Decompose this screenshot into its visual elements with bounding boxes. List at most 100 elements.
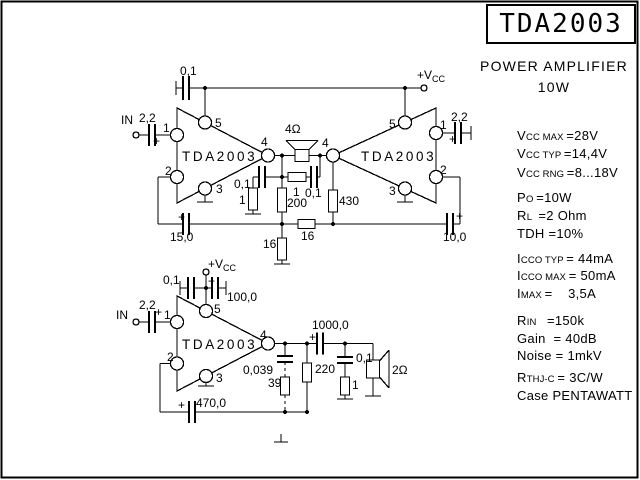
polarity-mark: +: [449, 132, 456, 146]
spec-subscript: CCO TYP: [520, 255, 567, 266]
speaker-impedance: 2Ω: [392, 363, 408, 377]
resistor-16v: [276, 237, 288, 261]
spec-text: = 3C/W: [557, 370, 603, 385]
resistor-200: [276, 187, 288, 213]
ic-label: TDA2003: [182, 149, 257, 164]
polarity-mark: +: [178, 398, 185, 412]
pin-number: 4: [322, 136, 329, 150]
spec-text: R: [517, 370, 527, 385]
pin-number: 1: [163, 121, 170, 135]
component-value: 200: [287, 196, 307, 210]
pin-number: 2: [165, 164, 172, 178]
resistor-1-zobel: [247, 187, 259, 211]
component-value: 0,039: [243, 363, 273, 377]
spec-line: Noise = 1mkV: [517, 349, 602, 362]
spec-text: I: [517, 286, 521, 301]
bridge-feedback-network: [245, 155, 339, 265]
title-box: TDA2003: [486, 4, 636, 44]
pin-circle: [198, 303, 214, 319]
resistor-1-series: [287, 171, 307, 183]
component-value: 0,1: [180, 64, 197, 78]
spec-text: V: [517, 165, 526, 180]
spec-line: VCC RNG =8...18V: [517, 166, 618, 181]
single-opamp-triangle: [169, 294, 276, 393]
ic-label: TDA2003: [361, 149, 436, 164]
junction-dots: [204, 286, 347, 414]
spec-line: RL =2 Ohm: [517, 209, 587, 224]
spec-line: Gain = 40dB: [517, 332, 597, 345]
pin-number: 1: [440, 118, 447, 132]
input-terminal-icon: [132, 131, 140, 139]
component-value: 0,1: [305, 186, 322, 200]
pin-circle: [169, 169, 185, 185]
resistor-1: [339, 376, 351, 396]
polarity-mark: +: [178, 210, 185, 224]
pin-number: 1: [164, 308, 171, 322]
spec-line: RTHJ-C = 3C/W: [517, 371, 603, 386]
speaker-icon: [274, 139, 327, 163]
pin-number: 5: [389, 117, 396, 131]
resistor-430: [327, 189, 339, 213]
right-input-capacitor: [442, 122, 472, 144]
polarity-mark: +: [155, 305, 162, 319]
pin-circle: [169, 314, 185, 330]
page-title: TDA2003: [499, 9, 623, 39]
pin-circle: [428, 169, 444, 185]
component-value: 100,0: [227, 290, 257, 304]
pin-number: 2: [440, 163, 447, 177]
spec-subscript: O: [525, 194, 537, 205]
spec-line: VCC MAX =28V: [517, 129, 598, 144]
speaker-icon: [365, 343, 390, 397]
subtitle-line2: 10W: [537, 79, 571, 95]
vcc-sub-label: CC: [223, 263, 236, 273]
pin-circle: [397, 115, 413, 130]
spec-subscript: CC RNG: [525, 169, 567, 180]
polarity-mark: +: [309, 330, 316, 344]
resistor-16h: [297, 218, 316, 230]
component-value: 220: [315, 362, 335, 376]
spec-text: =14,4V: [563, 146, 608, 161]
spec-text: =150k: [539, 313, 585, 328]
spec-subscript: IN: [526, 317, 540, 328]
spec-subscript: CCO MAX: [520, 272, 569, 283]
component-value: 1000,0: [312, 318, 349, 332]
pin-number: 2: [167, 350, 174, 364]
component-value: 15,0: [170, 230, 194, 244]
input-capacitor: [132, 311, 171, 333]
spec-text: = 50mA: [568, 268, 616, 283]
component-value: 39: [268, 376, 282, 390]
spec-text: R: [517, 208, 527, 223]
spec-subscript: CC TYP: [525, 150, 564, 161]
spec-text: =2 Ohm: [534, 208, 587, 223]
polarity-mark: +: [456, 209, 463, 223]
spec-text: =28V: [566, 128, 599, 143]
supply-decoupling-capacitor: [175, 76, 190, 100]
speaker-impedance: 4Ω: [285, 122, 301, 136]
ground-icon: [397, 195, 413, 203]
spec-subscript: MAX: [520, 290, 545, 301]
single-circuit: [132, 268, 390, 443]
pin-number: 5: [215, 116, 222, 130]
junction-dots: [203, 86, 407, 226]
pin-circle: [325, 148, 341, 163]
component-value: 10,0: [443, 230, 467, 244]
component-value: 2,2: [139, 111, 156, 125]
component-value: 430: [339, 194, 359, 208]
pin-circle: [169, 127, 185, 143]
bridge-circuit: [132, 76, 472, 265]
spec-subscript: L: [526, 212, 535, 223]
spec-text: Gain = 40dB: [517, 331, 597, 346]
output-network: [274, 332, 373, 412]
spec-text: =10W: [536, 190, 572, 205]
decoupling-capacitors: [179, 277, 227, 299]
pin-number: 3: [389, 184, 396, 198]
spec-text: = 3,5A: [544, 286, 597, 301]
spec-text: =8...18V: [566, 165, 618, 180]
ground-icon: [197, 195, 213, 203]
vcc-sub-label: CC: [432, 74, 445, 84]
spec-subscript: THJ-C: [526, 374, 558, 385]
